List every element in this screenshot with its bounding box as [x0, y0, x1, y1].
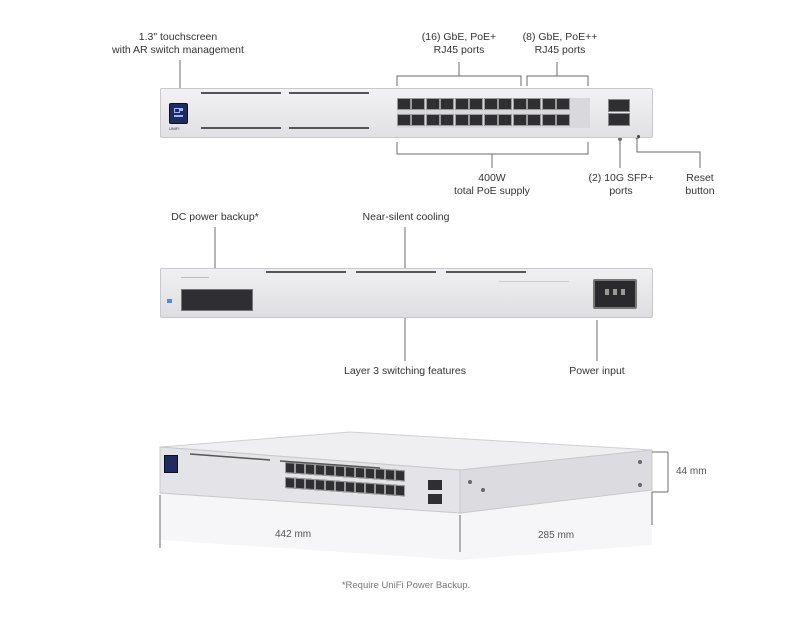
rj45-port[interactable]	[335, 465, 345, 478]
rj45-port[interactable]	[527, 98, 541, 110]
power-socket-pin	[605, 289, 609, 295]
rj45-port[interactable]	[484, 98, 498, 110]
rj45-port[interactable]	[556, 98, 570, 110]
vent-slot	[446, 271, 526, 273]
rear-label-sticker	[181, 277, 209, 287]
rj45-port[interactable]	[542, 98, 556, 110]
rj45-port[interactable]	[335, 480, 345, 493]
sfp-label: (2) 10G SFP+ ports	[588, 172, 654, 197]
gbe-poepp-label: (8) GbE, PoE++ RJ45 ports	[522, 31, 598, 56]
rj45-port[interactable]	[469, 114, 483, 126]
reset-button[interactable]	[637, 135, 640, 138]
rj45-port[interactable]	[455, 114, 469, 126]
touchscreen[interactable]	[169, 103, 188, 124]
rj45-port[interactable]	[513, 98, 527, 110]
rj45-port[interactable]	[411, 98, 425, 110]
rj45-port[interactable]	[295, 462, 305, 475]
dimension-height: 44 mm	[676, 466, 707, 477]
rj45-port[interactable]	[355, 481, 365, 494]
vent-slot	[289, 92, 369, 94]
screen-icon	[174, 115, 183, 117]
rj45-port[interactable]	[469, 98, 483, 110]
rj45-port[interactable]	[355, 466, 365, 479]
rj45-port[interactable]	[295, 477, 305, 490]
iso-touchscreen	[164, 455, 178, 473]
rj45-port[interactable]	[513, 114, 527, 126]
rj45-port[interactable]	[556, 114, 570, 126]
rj45-port[interactable]	[542, 114, 556, 126]
rj45-port[interactable]	[325, 464, 335, 477]
rj45-port[interactable]	[345, 481, 355, 493]
dc-backup-label: DC power backup*	[171, 211, 259, 223]
vent-slot	[289, 127, 369, 129]
rear-panel	[160, 268, 653, 318]
brand-logo: UNIFI	[169, 126, 180, 131]
power-input-label: Power input	[569, 365, 625, 377]
rj45-port[interactable]	[375, 483, 385, 495]
rj45-port[interactable]	[305, 463, 315, 476]
rj45-port[interactable]	[455, 98, 469, 110]
screen-icon	[180, 108, 183, 111]
rj45-port[interactable]	[397, 114, 411, 126]
dimension-depth: 285 mm	[538, 530, 575, 541]
rj45-port[interactable]	[315, 479, 325, 491]
power-socket[interactable]	[593, 279, 637, 309]
dimension-width: 442 mm	[275, 529, 312, 540]
rj45-port[interactable]	[411, 114, 425, 126]
rj45-port[interactable]	[325, 479, 335, 492]
rj45-port[interactable]	[527, 114, 541, 126]
rj45-port[interactable]	[305, 478, 315, 491]
rj45-port[interactable]	[365, 467, 375, 480]
sfp-port-2[interactable]	[608, 113, 630, 126]
vent-slot	[356, 271, 436, 273]
footnote: *Require UniFi Power Backup.	[341, 580, 471, 591]
rj45-port[interactable]	[375, 468, 385, 480]
touchscreen-label: 1.3" touchscreen with AR switch manageme…	[112, 31, 244, 56]
vent-slot	[201, 92, 281, 94]
cooling-label: Near-silent cooling	[362, 211, 450, 223]
rj45-port[interactable]	[498, 114, 512, 126]
vent-slot	[201, 127, 281, 129]
regulatory-logo	[499, 281, 569, 308]
sfp-port-1[interactable]	[608, 99, 630, 112]
rj45-port[interactable]	[498, 98, 512, 110]
rj45-port[interactable]	[440, 98, 454, 110]
floor-reflection	[160, 490, 652, 560]
power-socket-pin	[613, 289, 617, 295]
reset-label: Reset button	[685, 172, 715, 197]
rj45-port[interactable]	[285, 462, 295, 474]
rj45-port[interactable]	[345, 466, 355, 478]
rj45-port[interactable]	[365, 482, 375, 495]
status-led	[167, 299, 172, 303]
side-face	[459, 449, 653, 514]
rj45-port[interactable]	[395, 484, 405, 497]
rj45-port[interactable]	[395, 469, 405, 482]
rj45-port[interactable]	[385, 483, 395, 496]
rj45-port[interactable]	[484, 114, 498, 126]
rj45-port-block	[397, 98, 590, 128]
gbe-poe-label: (16) GbE, PoE+ RJ45 ports	[421, 31, 497, 56]
rj45-port[interactable]	[397, 98, 411, 110]
poe-supply-label: 400W total PoE supply	[454, 172, 530, 197]
front-panel: UNIFI	[160, 88, 653, 138]
layer3-label: Layer 3 switching features	[344, 365, 466, 377]
rj45-port[interactable]	[440, 114, 454, 126]
power-socket-pin	[621, 289, 625, 295]
vent-slot	[266, 271, 346, 273]
screen-icon	[174, 108, 180, 113]
rj45-port[interactable]	[285, 477, 295, 489]
rj45-port[interactable]	[426, 98, 440, 110]
rj45-port[interactable]	[426, 114, 440, 126]
rj45-port[interactable]	[315, 464, 325, 476]
dc-backup-port[interactable]	[181, 289, 253, 311]
rj45-port[interactable]	[385, 468, 395, 481]
